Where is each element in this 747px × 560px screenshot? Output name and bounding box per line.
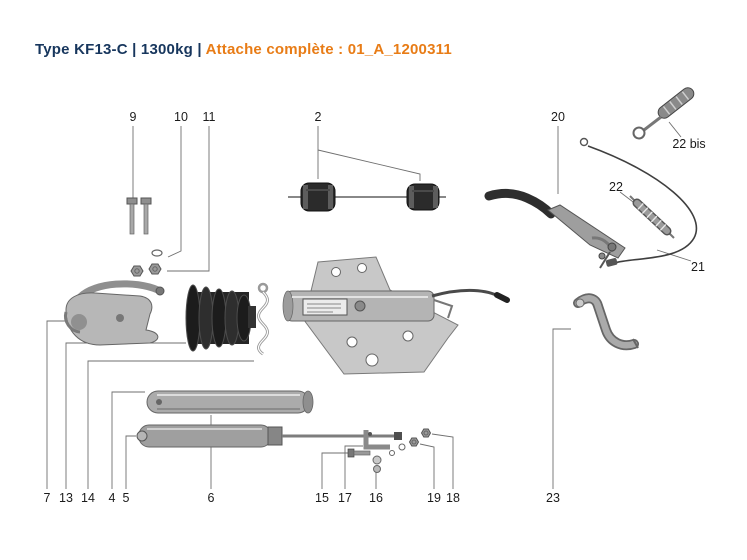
rubber-buffers-drawing: [288, 182, 446, 212]
part-label-15: 15: [315, 491, 329, 505]
bolts-and-nuts-drawing: [126, 197, 163, 277]
damper-tube-drawing: [146, 390, 314, 414]
part-label-19: 19: [427, 491, 441, 505]
shock-absorber-drawing: [136, 424, 402, 448]
part-label-7: 7: [43, 491, 51, 505]
pawl-lever-drawing: [573, 293, 639, 351]
spring-drawing: [629, 195, 675, 239]
part-label-11: 11: [202, 110, 216, 124]
part-label-9: 9: [129, 110, 137, 124]
main-coupling-body-drawing: [282, 256, 510, 375]
part-label-13: 13: [59, 491, 73, 505]
coupling-head-drawing: [64, 280, 165, 346]
part-label-22bis: 22 bis: [672, 137, 706, 151]
part-label-17: 17: [338, 491, 352, 505]
part-label-14: 14: [81, 491, 95, 505]
small-fixings-drawing: [347, 428, 432, 473]
title-type-label: Type KF13-C | 1300kg |: [35, 41, 202, 58]
cotter-pin-drawing: [257, 282, 269, 356]
breakaway-pin-drawing: [632, 87, 695, 140]
rubber-bellows-drawing: [185, 284, 256, 352]
part-label-16: 16: [369, 491, 383, 505]
part-label-20: 20: [551, 110, 565, 124]
handbrake-lever-drawing: [484, 188, 626, 269]
leader-lines: [46, 121, 692, 489]
page-title: Type KF13-C | 1300kg | Attache complète …: [35, 41, 452, 58]
part-label-5: 5: [122, 491, 130, 505]
part-label-2: 2: [314, 110, 322, 124]
brake-cable-drawing: [579, 137, 697, 267]
part-label-23: 23: [546, 491, 560, 505]
part-label-10: 10: [174, 110, 188, 124]
title-attachment-label: Attache complète : 01_A_1200311: [205, 41, 452, 58]
part-label-22: 22: [609, 180, 623, 194]
part-label-18: 18: [446, 491, 460, 505]
part-label-4: 4: [108, 491, 116, 505]
part-label-6: 6: [207, 491, 215, 505]
part-label-21: 21: [691, 260, 705, 274]
